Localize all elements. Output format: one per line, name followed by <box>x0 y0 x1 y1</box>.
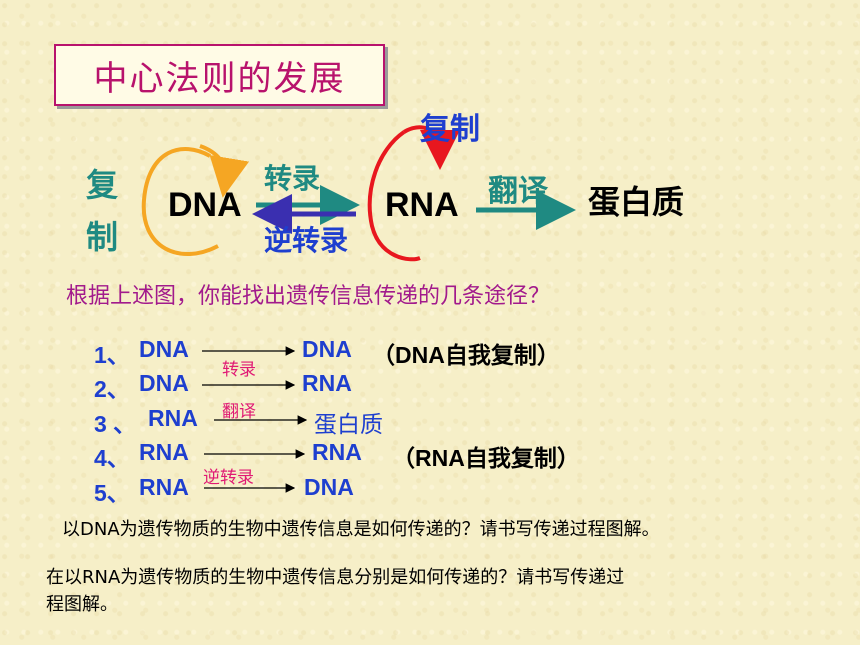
rna-replication-label: 复制 <box>420 112 480 147</box>
dna-replication-label-bottom: 制 <box>86 218 119 256</box>
transcription-label: 转录 <box>264 162 321 195</box>
pathway-5-label: 逆转录 <box>203 468 254 488</box>
pathway-4-to: RNA <box>312 439 362 465</box>
rna-replication-arrow <box>402 125 460 170</box>
pathway-2-number: 2、 <box>94 376 130 402</box>
pathway-5-from: RNA <box>139 474 189 500</box>
pathway-5-number: 5、 <box>94 480 130 506</box>
dna-replication-loop <box>141 146 219 256</box>
pathway-4-number: 4、 <box>94 445 130 471</box>
rna-replication-loop <box>367 130 421 262</box>
pathway-4-from: RNA <box>139 439 189 465</box>
pathway-2-from: DNA <box>139 370 189 396</box>
prompt-rna-pathway-line2: 程图解。 <box>46 594 118 615</box>
reverse-transcription-label: 逆转录 <box>264 224 349 257</box>
dna-label: DNA <box>168 186 242 224</box>
page-title: 中心法则的发展 <box>93 58 346 99</box>
pathway-5-to: DNA <box>304 474 354 500</box>
pathway-1-note: （DNA自我复制） <box>372 342 560 368</box>
pathway-1-from: DNA <box>139 336 189 362</box>
protein-label: 蛋白质 <box>588 183 685 221</box>
translation-label: 翻译 <box>488 174 548 209</box>
rna-label: RNA <box>385 186 459 224</box>
dna-replication-arrow <box>199 144 249 198</box>
pathway-4-note: （RNA自我复制） <box>392 445 580 471</box>
pathway-3-to: 蛋白质 <box>314 412 383 438</box>
pathway-1-to: DNA <box>302 336 352 362</box>
pathway-3-number: 3 、 <box>94 411 137 437</box>
prompt-rna-pathway-line1: 在以RNA为遗传物质的生物中遗传信息分别是如何传递的？请书写传递过 <box>46 567 625 588</box>
question-text: 根据上述图，你能找出遗传信息传递的几条途径？ <box>66 284 551 309</box>
pathway-3-from: RNA <box>148 405 198 431</box>
title-box: 中心法则的发展 <box>54 44 385 106</box>
dna-replication-label-top: 复 <box>86 166 119 204</box>
pathway-3-label: 翻译 <box>222 402 256 422</box>
pathway-2-label: 转录 <box>222 360 256 380</box>
prompt-dna-pathway: 以DNA为遗传物质的生物中遗传信息是如何传递的？请书写传递过程图解。 <box>62 519 660 540</box>
pathway-2-to: RNA <box>302 370 352 396</box>
pathway-1-number: 1、 <box>94 342 130 368</box>
